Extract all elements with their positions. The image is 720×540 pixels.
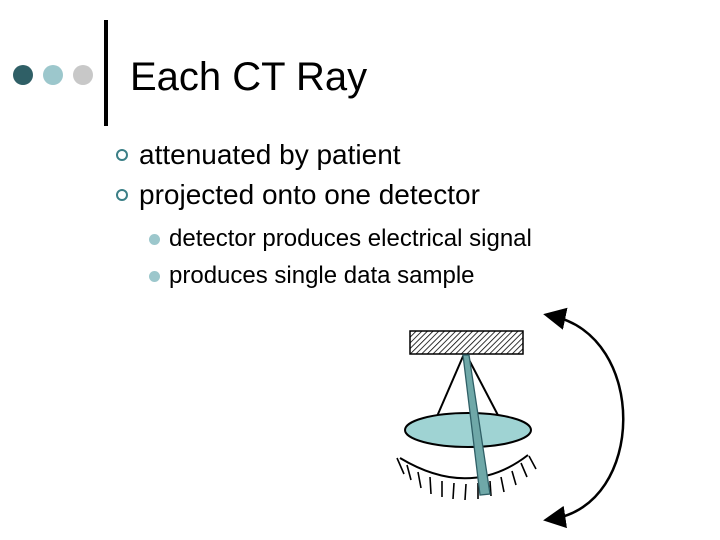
filled-circle-icon (149, 233, 160, 245)
bullet-text: attenuated by patient (139, 139, 401, 170)
hollow-circle-icon (116, 149, 128, 161)
xray-source (409, 330, 524, 355)
bullet-item: attenuated by patient (116, 139, 401, 171)
filled-circle-icon (149, 270, 160, 282)
decor-dot-dark (13, 65, 33, 85)
patient-ellipse (404, 412, 532, 448)
bullet-text: projected onto one detector (139, 179, 480, 210)
detector-arc (396, 454, 537, 501)
curved-double-arrow-icon (543, 307, 625, 529)
beam-edge-right (465, 353, 502, 422)
bullet-item: projected onto one detector (116, 179, 480, 211)
hollow-circle-icon (116, 189, 128, 201)
sub-bullet-text: produces single data sample (169, 262, 475, 289)
single-ray (462, 354, 491, 496)
beam-edge-left (434, 353, 465, 422)
decor-dot-gray (73, 65, 93, 85)
sub-bullet-item: detector produces electrical signal (149, 225, 532, 253)
sub-bullet-text: detector produces electrical signal (169, 225, 532, 252)
slide-title: Each CT Ray (130, 55, 368, 99)
sub-bullet-item: produces single data sample (149, 262, 475, 290)
title-divider (104, 20, 108, 126)
decor-dot-teal (43, 65, 63, 85)
